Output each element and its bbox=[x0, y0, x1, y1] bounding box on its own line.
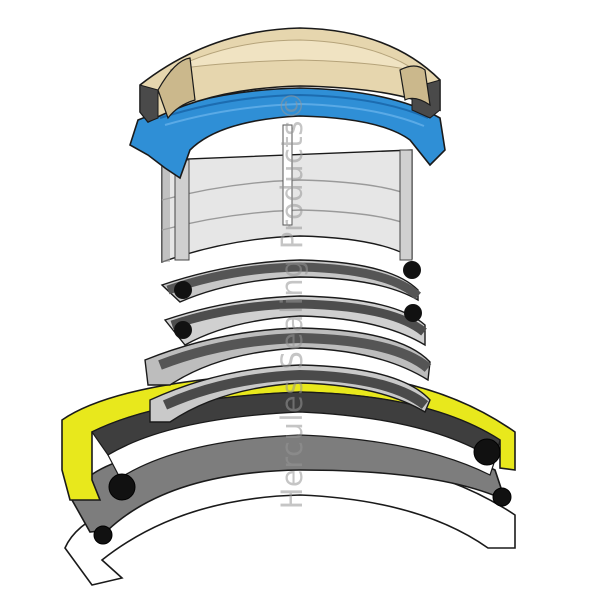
o-ring-section-right-mid bbox=[404, 304, 422, 322]
chevron-ring-stack bbox=[144, 259, 432, 423]
beige-top-adapter bbox=[139, 27, 441, 124]
o-ring-section-left-mid bbox=[174, 321, 192, 339]
o-ring-section-left-low bbox=[93, 525, 113, 545]
o-ring-section-right-low bbox=[492, 487, 512, 507]
blue-seal-ring bbox=[129, 87, 446, 180]
silver-cylinder-body bbox=[161, 124, 413, 263]
o-ring-section-right-upper bbox=[403, 261, 421, 279]
o-ring-section-left-yellow bbox=[108, 473, 136, 501]
o-ring-section-left-upper bbox=[174, 281, 192, 299]
o-ring-section-right-yellow bbox=[473, 438, 501, 466]
